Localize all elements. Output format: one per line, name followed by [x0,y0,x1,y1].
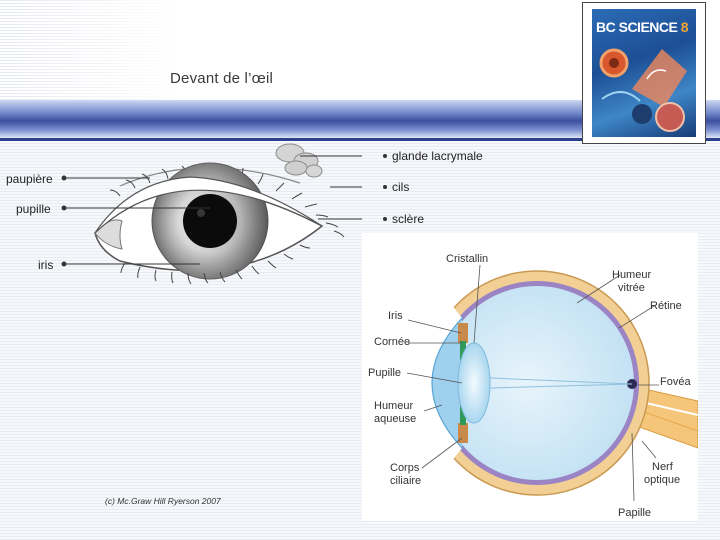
cross-section-drawing [362,233,698,521]
book-cover: BC SCIENCE 8 [582,2,706,144]
label-cornea: Cornée [374,336,411,348]
label-iris: iris [38,258,54,272]
label-eyelid: paupière [6,172,53,186]
label-nerve-2: optique [644,474,681,486]
front-eye-diagram [61,143,362,285]
slide-title: Devant de l’œil [170,70,274,87]
label-vitreous-1: Humeur [612,269,652,281]
label-iris-section: Iris [388,310,403,322]
label-lens: Cristallin [446,253,489,265]
label-fovea: Fovéa [660,376,691,388]
label-ciliary-1: Corps [390,462,420,474]
label-sclera: sclère [392,212,425,226]
book-cover-title-text: BC SCIENCE [596,19,678,35]
pupil-shape [183,194,237,248]
book-cover-title: BC SCIENCE 8 [596,19,689,35]
label-pupil-section: Pupille [368,367,402,379]
ciliary-body-bottom [458,423,468,443]
book-cover-art [599,48,687,132]
label-lacrimal-gland: glande lacrymale [392,149,483,163]
label-pupil: pupille [16,202,51,216]
label-vitreous-2: vitrée [618,282,645,294]
upper-eyelid [94,176,323,234]
copyright-text: (c) Mc.Graw Hill Ryerson 2007 [105,496,221,506]
lower-lashes [120,244,311,285]
label-nerve-1: Nerf [652,461,673,473]
caruncle [94,219,123,250]
ciliary-body-top [458,323,468,343]
cross-section-leaders [406,264,659,502]
leader-lines [61,155,362,267]
label-retina: Rétine [650,300,682,312]
vitreous-body [440,286,634,480]
lens-shape [457,342,491,424]
label-aqueous-1: Humeur [374,400,414,412]
label-ciliary-2: ciliaire [390,475,422,487]
eye-cross-section: Cristallin Humeur vitrée Rétine Iris Cor… [362,233,698,521]
header-band-line [0,138,720,141]
label-lashes: cils [392,180,410,194]
book-cover-title-number: 8 [680,19,689,35]
label-aqueous-2: aqueuse [374,413,417,425]
lacrimal-gland [275,143,323,178]
right-label-dots [383,154,387,221]
book-cover-image: BC SCIENCE 8 [592,9,696,137]
label-papilla: Papille [618,507,652,519]
